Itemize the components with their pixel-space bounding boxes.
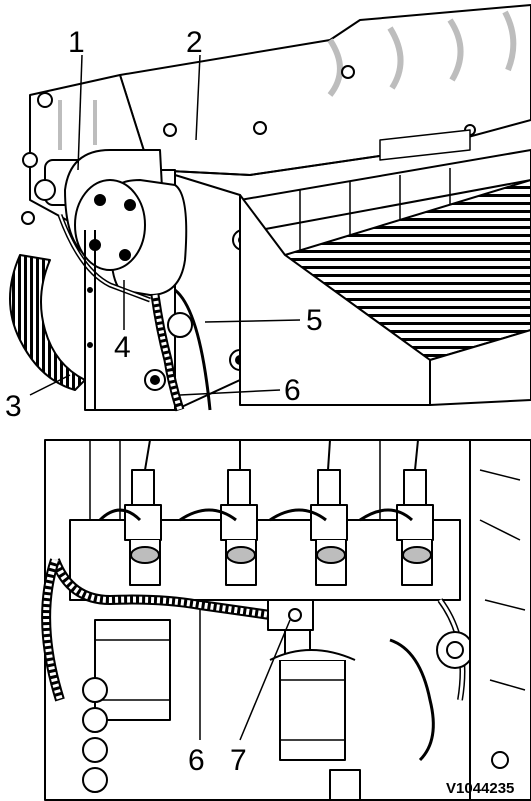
callout-7: 7 (230, 744, 247, 777)
valve-cover (119, 4, 531, 176)
callout-1: 1 (68, 26, 85, 59)
coolant-hose (9, 254, 86, 391)
bottom-view (41, 439, 531, 801)
figure-reference: V1044235 (446, 780, 515, 797)
callout-2: 2 (186, 26, 203, 59)
callout-6-top: 6 (284, 374, 301, 407)
injector (310, 469, 348, 586)
sensor-assembly (34, 149, 188, 296)
injector (124, 469, 162, 586)
callout-5: 5 (306, 304, 323, 337)
injector (396, 469, 434, 586)
sensor-cable (174, 288, 212, 411)
injector (220, 469, 258, 586)
top-view (9, 4, 531, 412)
injectors (124, 469, 434, 586)
callout-3: 3 (5, 390, 22, 423)
callout-4: 4 (114, 331, 131, 364)
callout-6-bottom: 6 (188, 744, 205, 777)
